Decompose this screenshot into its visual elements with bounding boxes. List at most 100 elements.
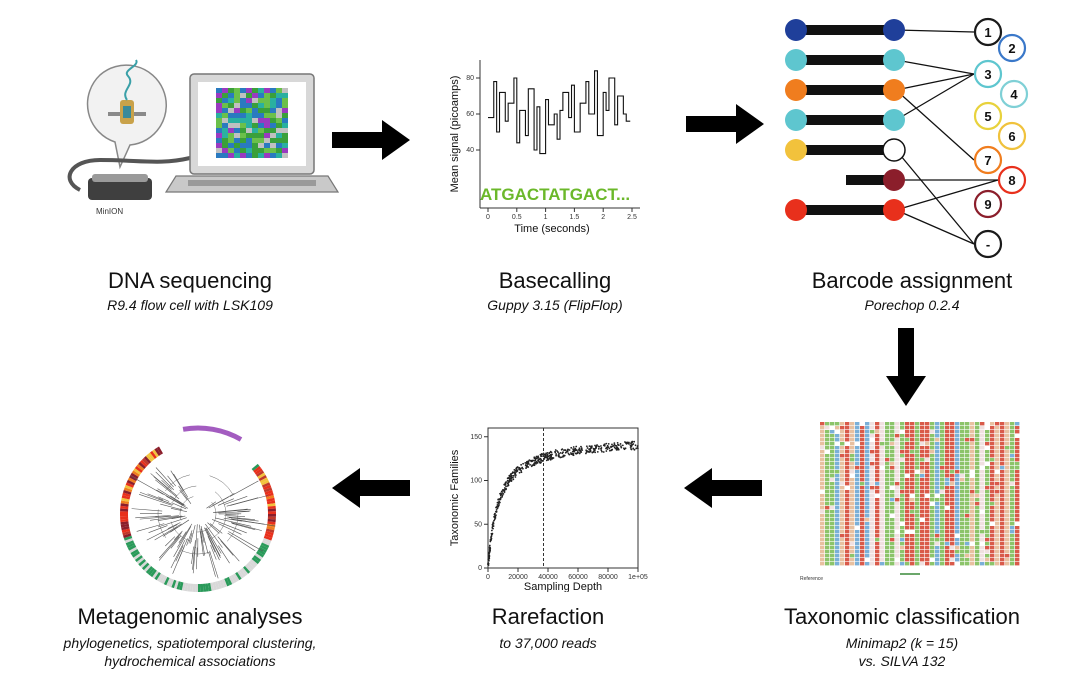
reference-label: Reference bbox=[800, 576, 823, 582]
rarefaction-point bbox=[594, 444, 596, 447]
signal-xtick: 0 bbox=[486, 214, 490, 221]
rarefaction-point bbox=[602, 451, 605, 453]
rarefaction-point bbox=[572, 453, 574, 456]
rarefaction-xlabel: Sampling Depth bbox=[524, 581, 602, 592]
barcode-link bbox=[895, 89, 975, 161]
bin-label: - bbox=[986, 237, 990, 252]
rarefaction-point bbox=[551, 457, 554, 460]
rarefaction-point bbox=[555, 453, 558, 455]
rarefaction-point bbox=[492, 521, 495, 524]
rarefaction-point bbox=[607, 442, 610, 445]
rarefaction-point bbox=[558, 452, 560, 455]
rarefaction-point bbox=[572, 448, 575, 450]
rarefaction-point bbox=[556, 450, 559, 452]
barcode-end bbox=[882, 138, 906, 162]
taxonomic-subtitle-1: Minimap2 (k = 15) bbox=[845, 635, 959, 651]
rarefaction-point bbox=[540, 453, 543, 456]
rarefaction-point bbox=[513, 469, 516, 471]
rarefaction-point bbox=[562, 451, 564, 454]
alignment-panel: Reference bbox=[800, 418, 1030, 582]
rarefaction-point bbox=[529, 463, 531, 466]
rarefaction-point bbox=[506, 485, 509, 487]
rarefaction-point bbox=[619, 443, 622, 445]
barcode-end bbox=[883, 19, 905, 41]
rarefaction-point bbox=[571, 450, 574, 453]
rarefaction-point bbox=[514, 472, 517, 474]
rarefaction-point bbox=[615, 447, 618, 450]
signal-trace bbox=[488, 70, 631, 155]
rarefaction-point bbox=[608, 447, 611, 450]
basecalled-sequence: ATGACTATGACT... bbox=[480, 185, 630, 204]
barcode-subtitle: Porechop 0.2.4 bbox=[864, 297, 960, 313]
metagenomic-subtitle-1: phylogenetics, spatiotemporal clustering… bbox=[63, 635, 317, 651]
rarefaction-point bbox=[488, 557, 491, 560]
rarefaction-point bbox=[587, 450, 589, 453]
rarefaction-point bbox=[624, 441, 626, 443]
rarefaction-point bbox=[490, 534, 493, 536]
rarefaction-point bbox=[537, 459, 539, 462]
barcode-title: Barcode assignment bbox=[811, 268, 1013, 293]
rarefaction-point bbox=[606, 444, 609, 447]
rarefaction-point bbox=[620, 445, 622, 448]
rarefaction-point bbox=[503, 483, 506, 486]
barcode-end bbox=[883, 49, 905, 71]
rarefaction-point bbox=[596, 444, 598, 446]
dna-sequencing-panel: MinION bbox=[40, 40, 340, 240]
rarefaction-point bbox=[515, 466, 518, 469]
taxonomic-subtitle-2: vs. SILVA 132 bbox=[858, 653, 946, 669]
read-segment bbox=[796, 145, 894, 155]
rarefaction-point bbox=[501, 495, 504, 498]
dna-strand-icon bbox=[124, 59, 138, 101]
circular-phylogenetic-tree bbox=[120, 425, 276, 592]
rarefaction-subtitle: to 37,000 reads bbox=[499, 635, 597, 651]
rarefaction-point bbox=[620, 446, 623, 449]
barcode-link bbox=[895, 59, 975, 75]
basecalling-title: Basecalling bbox=[498, 268, 612, 293]
rarefaction-point bbox=[504, 488, 507, 491]
signal-xtick: 0.5 bbox=[512, 214, 522, 221]
rarefaction-point bbox=[568, 449, 571, 451]
rarefaction-point bbox=[578, 452, 581, 454]
rarefaction-point bbox=[512, 471, 515, 474]
rarefaction-point bbox=[488, 544, 491, 547]
rarefaction-point bbox=[564, 449, 567, 452]
rarefaction-point bbox=[635, 447, 638, 450]
rarefaction-point bbox=[508, 477, 511, 479]
rarefaction-point bbox=[626, 441, 629, 444]
bin-circle bbox=[973, 145, 1003, 175]
rarefaction-point bbox=[510, 479, 513, 482]
barcode-link bbox=[895, 29, 975, 33]
rarefaction-point bbox=[526, 465, 529, 468]
signal-ytick: 80 bbox=[466, 75, 474, 82]
rarefaction-point bbox=[574, 452, 577, 455]
arrow-left-icon bbox=[332, 468, 410, 508]
signal-xtick: 2.5 bbox=[627, 214, 637, 221]
barcode-start bbox=[785, 109, 807, 131]
bin-label: 6 bbox=[1008, 129, 1015, 144]
rarefaction-point bbox=[503, 490, 506, 492]
rarefaction-point bbox=[549, 450, 552, 453]
rarefaction-point bbox=[498, 504, 500, 506]
rarefaction-point bbox=[496, 507, 499, 510]
rarefaction-point bbox=[554, 449, 557, 451]
rarefaction-point bbox=[589, 445, 592, 448]
signal-xlabel: Time (seconds) bbox=[514, 223, 589, 235]
rarefaction-point bbox=[531, 464, 534, 467]
arrow-right-icon bbox=[686, 104, 764, 144]
rarefaction-point bbox=[496, 503, 499, 506]
rarefaction-point bbox=[504, 483, 507, 486]
barcode-end bbox=[883, 169, 905, 191]
rarefaction-point bbox=[510, 477, 512, 480]
rarefaction-point bbox=[514, 476, 517, 478]
bin-label: 1 bbox=[984, 25, 991, 40]
rarefaction-point bbox=[548, 457, 551, 460]
rarefaction-point bbox=[610, 449, 613, 451]
rarefaction-point bbox=[518, 467, 521, 470]
barcode-link bbox=[895, 73, 975, 121]
signal-xtick: 1 bbox=[544, 214, 548, 221]
rarefaction-point bbox=[628, 443, 630, 445]
rarefaction-point bbox=[528, 459, 531, 462]
read-segment bbox=[796, 115, 894, 125]
bin-label: 9 bbox=[984, 197, 991, 212]
